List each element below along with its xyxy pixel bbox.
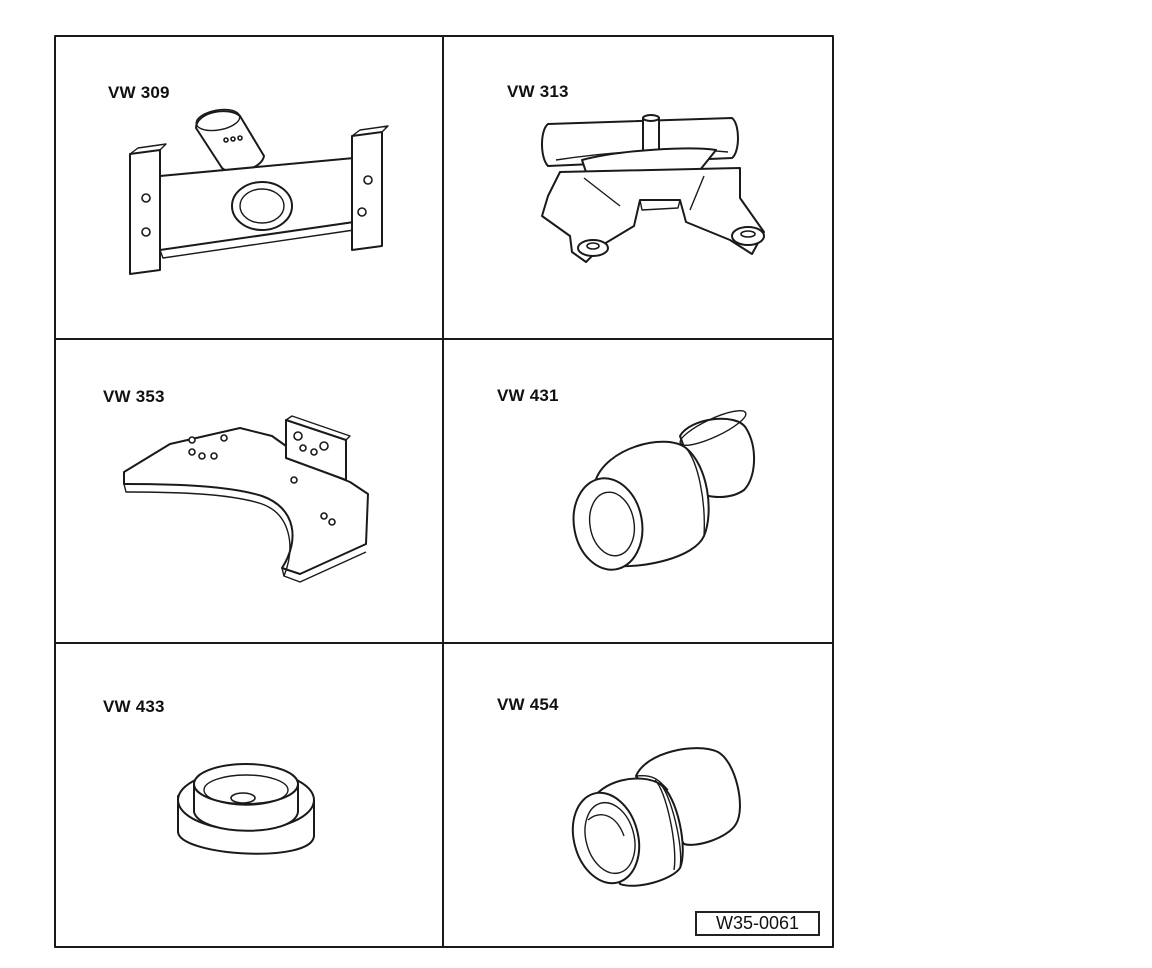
vw454-drawing [571,747,741,887]
tool-label-vw309: VW 309 [108,83,170,102]
vw313-drawing [541,114,765,263]
tool-label-vw353: VW 353 [103,387,165,406]
vw431-drawing [572,410,756,571]
vw433-drawing [177,763,315,855]
tool-label-vw313: VW 313 [507,82,569,101]
tool-label-vw433: VW 433 [103,697,165,716]
vw353-drawing [123,415,369,583]
figure-reference-code: W35-0061 [695,911,820,936]
vw309-drawing [129,108,389,275]
tool-label-vw454: VW 454 [497,695,559,714]
grid-frame [54,35,834,948]
tool-label-vw431: VW 431 [497,386,559,405]
